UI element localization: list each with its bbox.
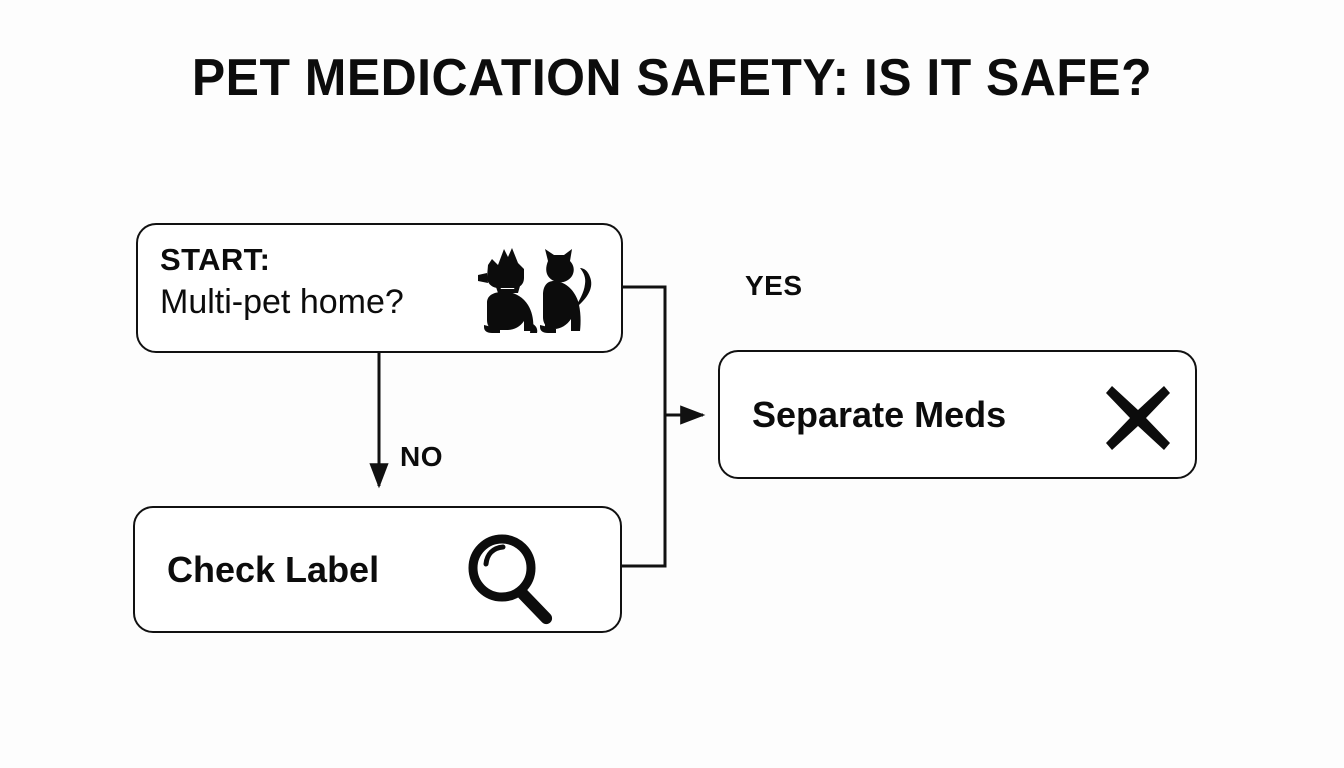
node-check-label[interactable]: Check Label	[133, 506, 622, 633]
node-separate-meds[interactable]: Separate Meds	[718, 350, 1197, 479]
node-start[interactable]: START: Multi-pet home?	[136, 223, 623, 353]
dog-cat-pets-icon	[476, 243, 616, 339]
edge-start-to-separate-yes	[623, 285, 706, 425]
edge-check-to-junction	[622, 415, 667, 568]
node-start-label-regular: Multi-pet home?	[160, 283, 404, 321]
dog-silhouette	[478, 248, 538, 333]
node-start-text: START: Multi-pet home?	[160, 240, 404, 324]
edge-label-yes: YES	[745, 270, 803, 301]
node-start-label-bold: START:	[160, 242, 271, 277]
x-mark-icon	[1102, 382, 1174, 454]
node-check-label-text: Check Label	[167, 548, 380, 590]
node-separate-meds-text: Separate Meds	[752, 393, 1007, 435]
magnifying-glass-icon	[460, 530, 570, 626]
cat-silhouette	[540, 249, 592, 333]
page-title: PET MEDICATION SAFETY: IS IT SAFE?	[191, 49, 1153, 107]
edge-label-no: NO	[400, 441, 443, 472]
